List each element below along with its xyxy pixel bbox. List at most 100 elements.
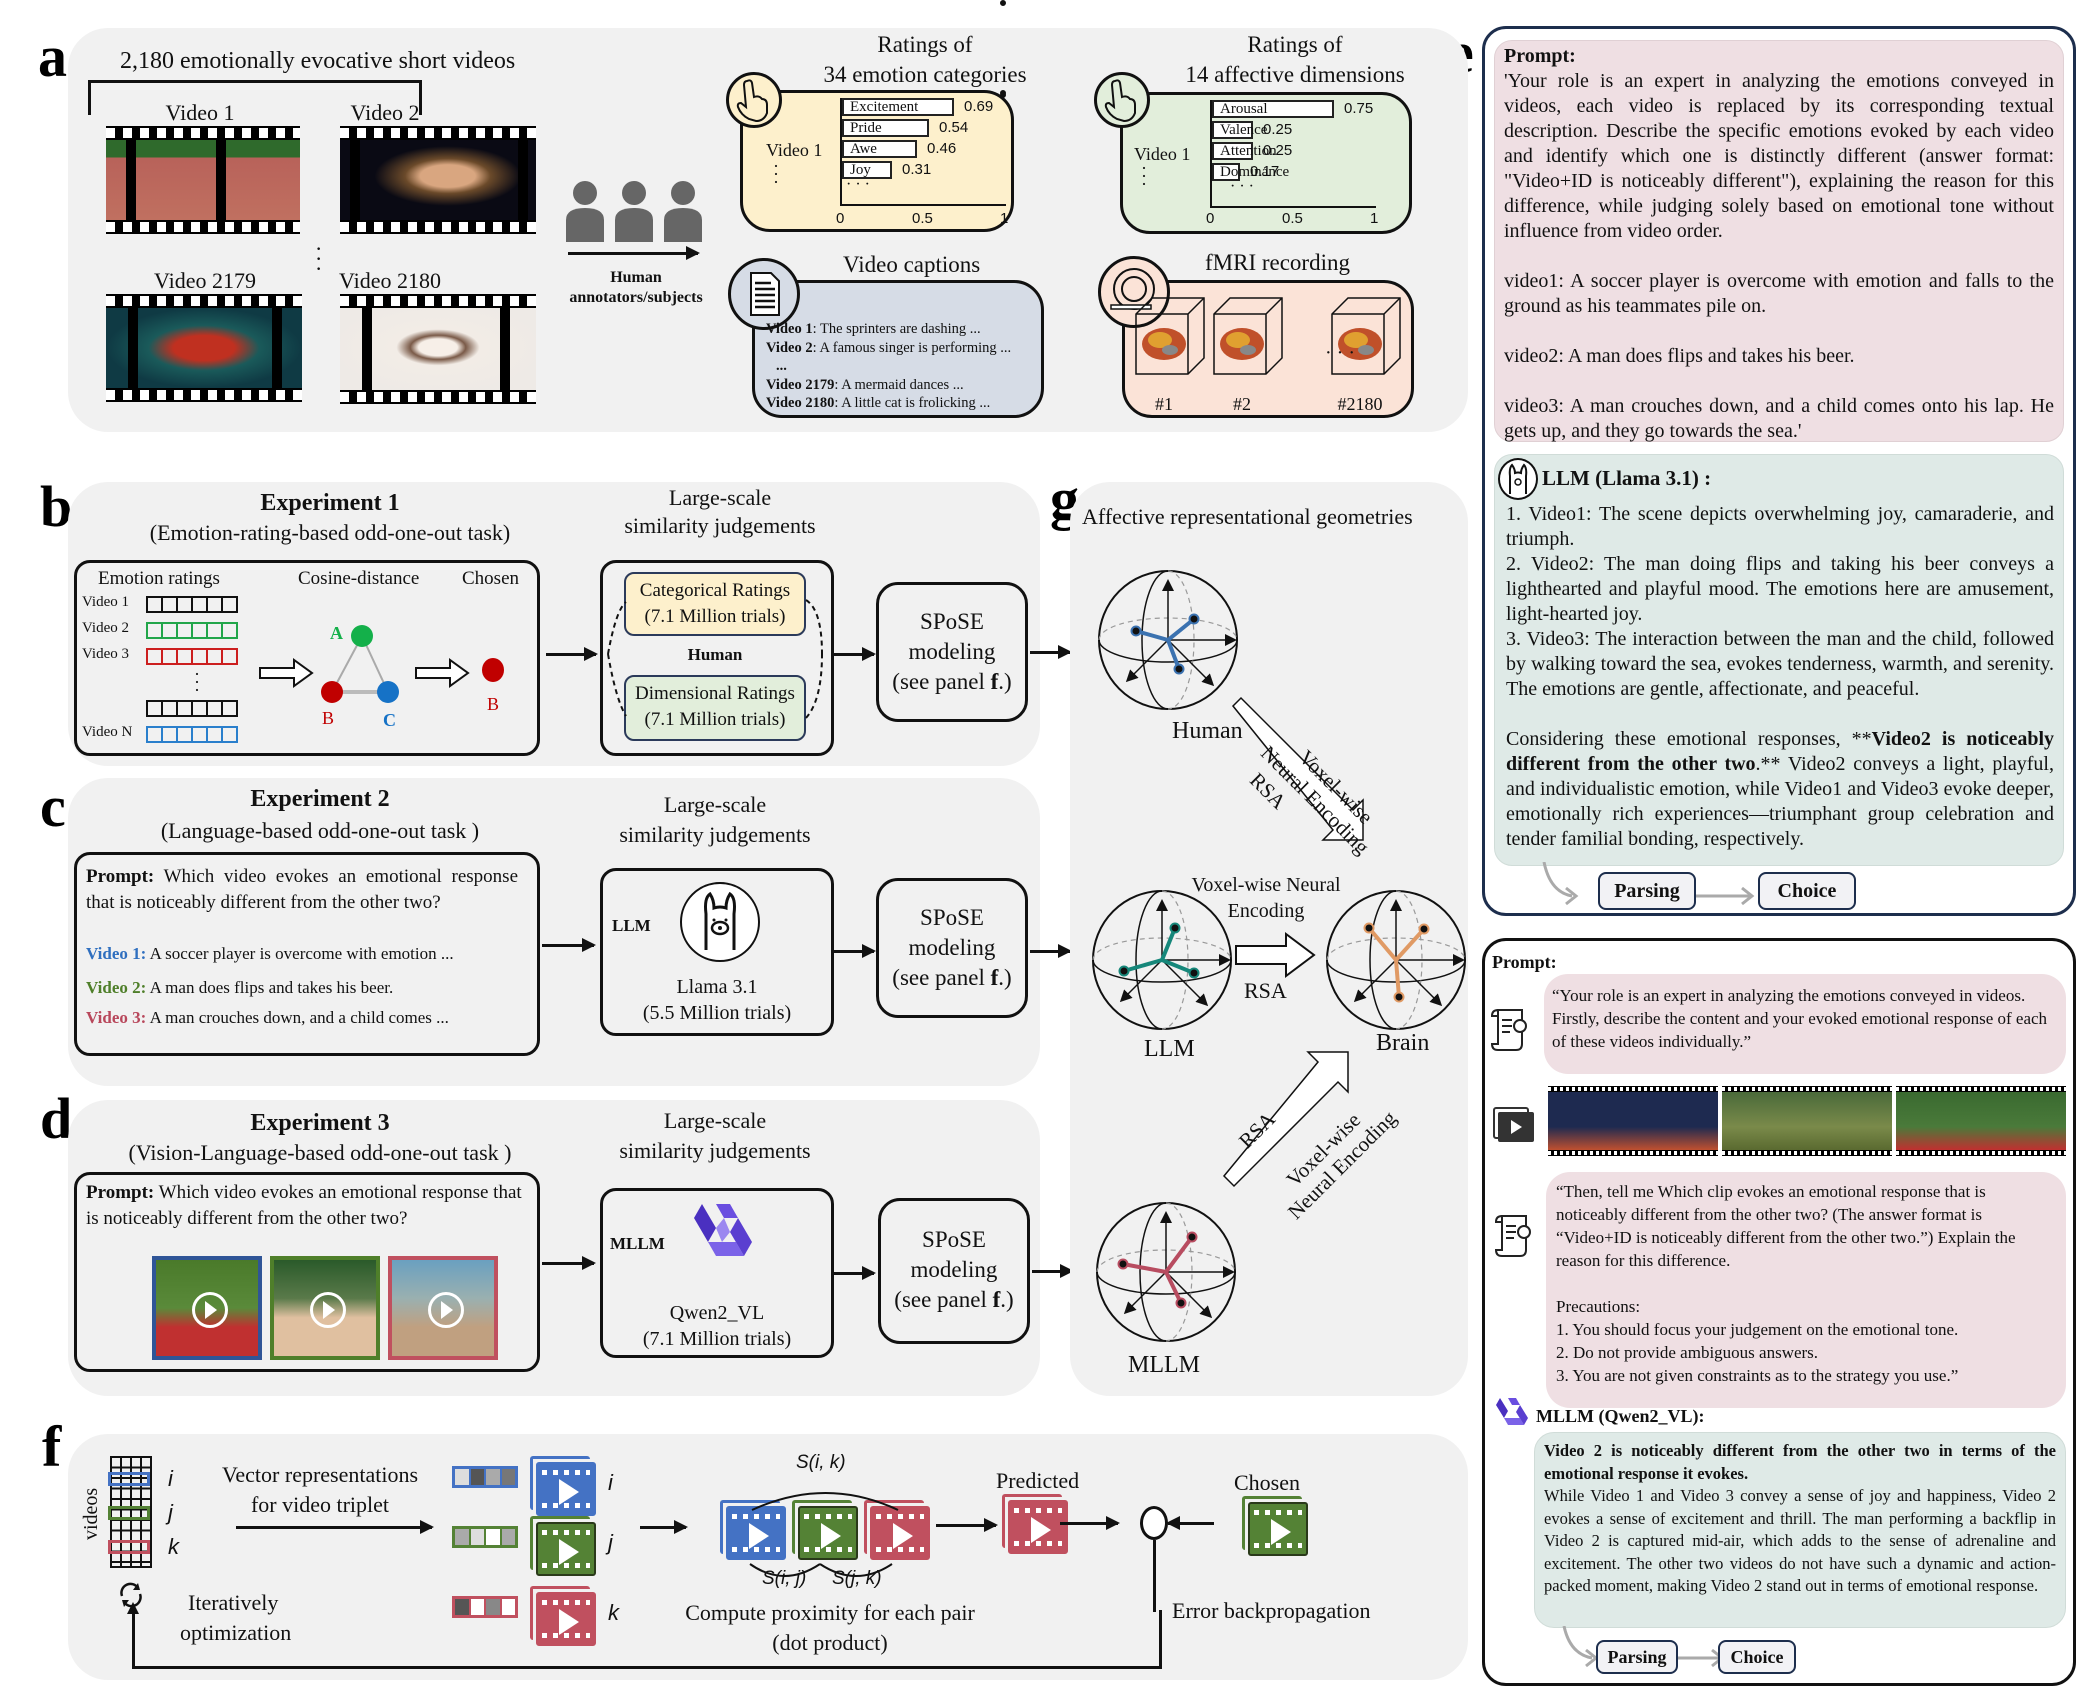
dimension-tick-0.5: 0.5 xyxy=(1282,210,1303,227)
mllm-prompt-text-2: “Then, tell me Which clip evokes an emot… xyxy=(1556,1180,2052,1387)
vector-label-line2: for video triplet xyxy=(250,1492,390,1517)
brain-volume xyxy=(1134,296,1205,375)
llm-arrow-label: Voxel-wise Neural Encoding xyxy=(1186,872,1346,924)
sphere-llm xyxy=(1092,890,1232,1030)
categorical-ratings-trials: (7.1 Million trials) xyxy=(644,606,786,627)
spose-line2: modeling xyxy=(910,1257,998,1282)
video-icon-front xyxy=(798,1506,858,1560)
caption-text: : The sprinters are dashing ... xyxy=(812,321,981,337)
qwen-logo-icon xyxy=(1496,1398,1528,1425)
emotion-ratings-header: Emotion ratings xyxy=(98,568,220,589)
matrix-row-highlight xyxy=(108,1540,150,1554)
caption-line: Video 2: A famous singer is performing .… xyxy=(766,339,1011,358)
video-filmstrip[interactable] xyxy=(1896,1086,2066,1156)
pair-video-icon xyxy=(720,1500,786,1560)
video-description: A man crouches down, and a child comes .… xyxy=(146,1008,449,1027)
film-holes xyxy=(804,1547,852,1552)
arrow xyxy=(1032,1264,1074,1278)
experiment3-title: Experiment 3 xyxy=(250,1110,390,1136)
rating-vector xyxy=(146,726,238,743)
vector-cell xyxy=(501,1529,515,1545)
video-filmstrip[interactable] xyxy=(1722,1086,1892,1156)
caption-line: Video 2179: A mermaid dances ... xyxy=(766,376,1011,395)
mllm-model-info: Qwen2_VL (7.1 Million trials) xyxy=(600,1300,834,1352)
filmstrip-frames xyxy=(1722,1092,1892,1150)
film-holes xyxy=(542,1600,590,1605)
sphere-label: Brain xyxy=(1376,1030,1430,1056)
llm-arrow-rsa: RSA xyxy=(1244,978,1287,1003)
mllm-prompt-text-1: “Your role is an expert in analyzing the… xyxy=(1552,986,2048,1051)
video-thumbnail-sprinters[interactable] xyxy=(106,126,300,234)
llama-glyph xyxy=(704,891,736,950)
pair-video-icon xyxy=(792,1500,858,1560)
play-icon xyxy=(1031,1517,1052,1543)
rating-bar: Awe xyxy=(842,140,917,158)
choice-button[interactable]: Choice xyxy=(1758,872,1856,910)
experiment2-title: Experiment 2 xyxy=(250,786,390,812)
matrix-row-label: k xyxy=(168,1534,179,1559)
rating-cell xyxy=(221,622,238,639)
arrow xyxy=(1030,944,1072,958)
caption-line: ... xyxy=(766,357,1011,376)
node-b xyxy=(321,681,343,703)
video-icon-front xyxy=(536,1462,596,1516)
arrow xyxy=(834,647,876,661)
video-thumbnail-cat[interactable] xyxy=(340,294,536,404)
parse-flow-arrows xyxy=(1542,862,1755,906)
llm-prompt-bubble xyxy=(1494,40,2064,442)
arrow xyxy=(236,1520,434,1534)
video-icon-front xyxy=(726,1506,786,1560)
sphere-label: LLM xyxy=(1144,1036,1195,1062)
vector-cell xyxy=(486,1599,500,1615)
video-thumbnail[interactable] xyxy=(270,1256,380,1360)
parsing-button[interactable]: Parsing xyxy=(1596,1640,1678,1674)
vector-repr xyxy=(452,1596,518,1618)
video-label: Video 2180 xyxy=(339,268,441,293)
mllm-to-brain-arrow xyxy=(1222,1051,1349,1188)
filmstrip-frames xyxy=(1896,1092,2066,1150)
mllm-response-text: Video 2 is noticeably different from the… xyxy=(1544,1440,2056,1598)
annotators-label: Human annotators/subjects xyxy=(548,268,724,308)
video-icon-front xyxy=(870,1506,930,1560)
hollow-arrow-icon xyxy=(259,658,314,688)
rating-value: 0.31 xyxy=(902,161,932,178)
choice-button[interactable]: Choice xyxy=(1718,1640,1796,1674)
video-thumbnail-singer[interactable] xyxy=(340,126,536,234)
node-a xyxy=(351,625,373,647)
video-thumbnail[interactable] xyxy=(388,1256,498,1360)
compute-label-line1: Compute proximity for each pair xyxy=(685,1600,975,1625)
spose-line2: modeling xyxy=(908,639,996,664)
predicted-video xyxy=(1002,1494,1068,1554)
similarity-title-line1: Large-scale xyxy=(663,1108,767,1133)
people-icon xyxy=(566,181,702,242)
video-filmstrip[interactable] xyxy=(1548,1086,1718,1156)
llm-tag: LLM xyxy=(612,916,651,935)
brain-volume xyxy=(1330,296,1401,375)
play-icon xyxy=(749,1523,770,1549)
arrow xyxy=(542,1256,596,1270)
vector-cell xyxy=(486,1469,500,1485)
precaution-item: 1. You should focus your judgement on th… xyxy=(1556,1320,1959,1339)
parsing-button[interactable]: Parsing xyxy=(1598,872,1696,910)
categorical-ratings-box: Categorical Ratings (7.1 Million trials) xyxy=(624,572,806,636)
play-icon xyxy=(559,1539,580,1565)
rating-bar: Valence xyxy=(1212,121,1267,139)
mllm-prompt2-main: “Then, tell me Which clip evokes an emot… xyxy=(1556,1182,2016,1270)
iterative-label: Iteratively optimization xyxy=(180,1588,291,1648)
pair-video-icon xyxy=(864,1500,930,1560)
video-thumbnail[interactable] xyxy=(152,1256,262,1360)
geometries-title: Affective representational geometries xyxy=(1082,504,1413,529)
error-backprop-label: Error backpropagation xyxy=(1172,1598,1371,1623)
spose-line2: modeling xyxy=(908,935,996,960)
precaution-item: 3. You are not given constraints as to t… xyxy=(1556,1366,1959,1385)
dimensional-ratings-trials: (7.1 Million trials) xyxy=(644,709,786,730)
dimension-axis-x xyxy=(1210,206,1376,208)
video-thumbnail-mermaid[interactable] xyxy=(106,294,302,402)
film-holes xyxy=(876,1547,924,1552)
vector-cell xyxy=(470,1529,484,1545)
mllm-judgement-box xyxy=(600,1188,834,1358)
film-holes xyxy=(1254,1510,1302,1515)
similarity-jk: S(j, k) xyxy=(832,1568,882,1589)
video-icon-front xyxy=(1008,1500,1068,1554)
compute-label: Compute proximity for each pair (dot pro… xyxy=(660,1598,1000,1658)
